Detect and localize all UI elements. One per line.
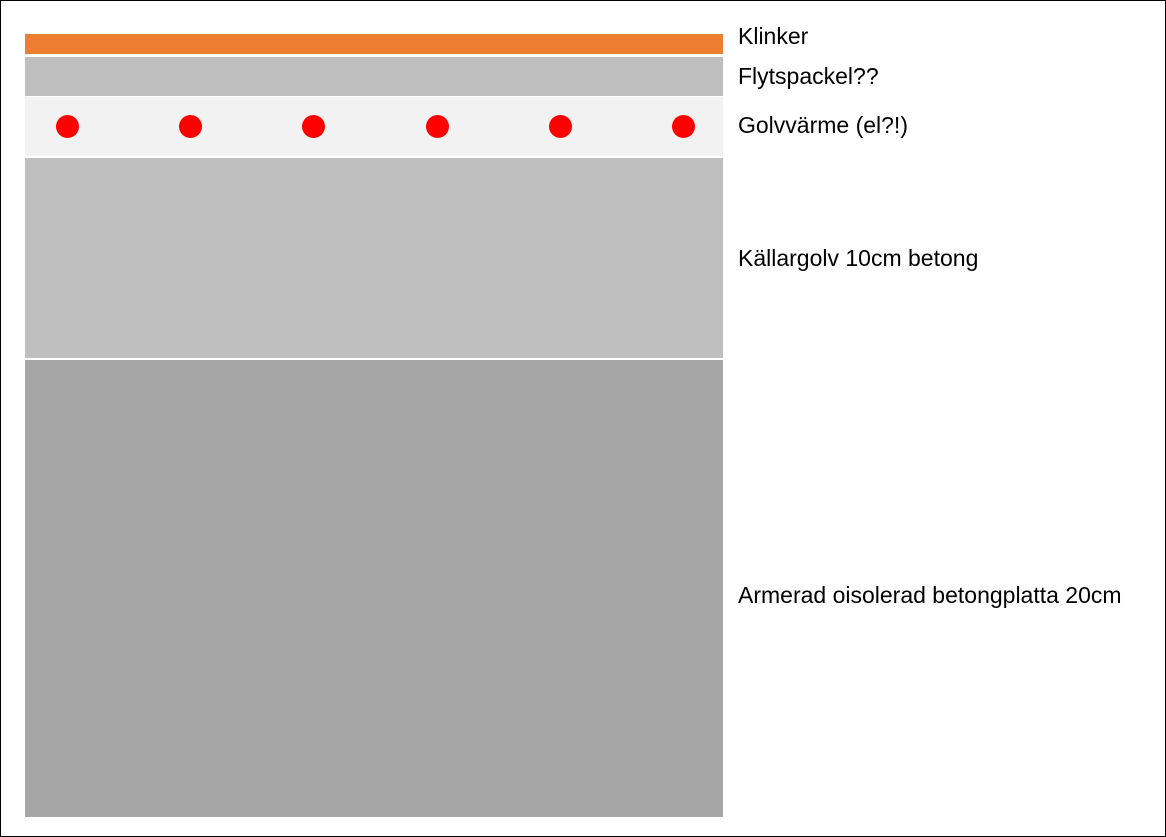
layer-klinker [25,34,723,54]
label-betongplatta: Armerad oisolerad betongplatta 20cm [738,582,1122,608]
heating-cable-dot [549,115,572,138]
heating-cable-dot [672,115,695,138]
label-kallargolv: Källargolv 10cm betong [738,245,979,271]
heating-cable-dot [56,115,79,138]
heating-cable-dot [302,115,325,138]
layer-betongplatta [25,360,723,817]
heating-cable-dot [426,115,449,138]
label-flytspackel: Flytspackel?? [738,63,879,89]
label-klinker: Klinker [738,23,809,49]
layer-flytspackel [25,57,723,96]
layer-kallargolv [25,158,723,358]
heating-cable-dot [179,115,202,138]
label-golvvarme: Golvvärme (el?!) [738,112,908,138]
layer-golvvarme [25,97,723,156]
